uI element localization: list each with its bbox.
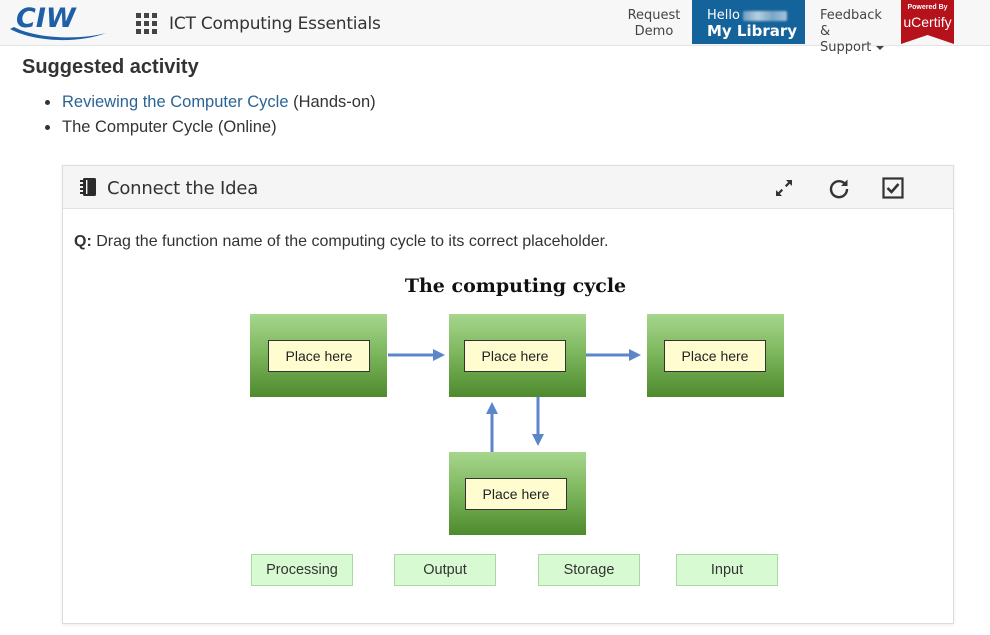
- feedback-line1: Feedback &: [820, 8, 882, 39]
- placeholder-storage-slot[interactable]: Place here: [465, 478, 567, 510]
- placeholder-processing-slot[interactable]: Place here: [464, 340, 566, 372]
- check-icon: [882, 177, 904, 199]
- powered-by-ucertify-badge[interactable]: Powered By uCertify: [901, 0, 954, 44]
- ucertify-text: uCertify: [903, 14, 952, 30]
- diagram-title: The computing cycle: [404, 275, 627, 297]
- greeting: Hello: [707, 8, 805, 23]
- logo-text: CIW: [16, 3, 77, 34]
- feedback-support-menu[interactable]: Feedback & Support: [814, 8, 894, 56]
- greeting-text: Hello: [707, 8, 740, 23]
- request-demo-line2: Demo: [634, 24, 674, 39]
- cycle-arrows: [388, 349, 641, 452]
- caret-down-icon: [712, 46, 720, 51]
- expand-button[interactable]: [772, 176, 796, 200]
- list-item-suffix: (Hands-on): [288, 93, 376, 111]
- my-library-menu[interactable]: Hello My Library: [692, 0, 805, 51]
- reset-button[interactable]: [827, 176, 851, 200]
- reviewing-computer-cycle-link[interactable]: Reviewing the Computer Cycle: [62, 93, 289, 111]
- placeholder-output-slot[interactable]: Place here: [664, 340, 766, 372]
- feedback-line2: Support: [820, 40, 872, 55]
- cycle-box-1: Place here: [250, 314, 387, 397]
- question-text: Q: Drag the function name of the computi…: [74, 233, 609, 251]
- option-output[interactable]: Output: [394, 554, 496, 586]
- top-navbar: CIW ICT Computing Essentials Request Dem…: [0, 0, 990, 55]
- option-processing[interactable]: Processing: [251, 554, 353, 586]
- ciw-logo[interactable]: CIW: [6, 3, 108, 41]
- list-item: The Computer Cycle (Online): [45, 117, 376, 142]
- reset-icon: [829, 179, 849, 199]
- product-title: ICT Computing Essentials: [169, 14, 381, 34]
- suggested-activity-list: Reviewing the Computer Cycle (Hands-on) …: [45, 92, 376, 142]
- question-body: Drag the function name of the computing …: [91, 233, 609, 250]
- request-demo-link[interactable]: Request Demo: [622, 8, 686, 40]
- notebook-icon: [80, 178, 96, 196]
- cycle-box-3: Place here: [647, 314, 784, 397]
- check-answer-button[interactable]: [881, 176, 905, 200]
- placeholder-input-slot[interactable]: Place here: [268, 340, 370, 372]
- question-prefix: Q:: [74, 233, 92, 250]
- request-demo-line1: Request: [627, 8, 681, 23]
- expand-icon: [776, 180, 792, 196]
- feedback-line2-row: Support: [820, 40, 894, 56]
- card-header: Connect the Idea: [63, 166, 953, 209]
- card-title: Connect the Idea: [107, 178, 259, 199]
- activity-card: Connect the Idea Q: Drag the function na…: [62, 165, 954, 624]
- my-library-label-row: My Library: [707, 23, 805, 57]
- powered-by-text: Powered By: [907, 4, 948, 11]
- suggested-activity-heading: Suggested activity: [22, 56, 199, 78]
- my-library-label: My Library: [707, 22, 798, 40]
- cycle-box-2: Place here: [449, 314, 586, 397]
- option-storage[interactable]: Storage: [538, 554, 640, 586]
- cycle-box-4: Place here: [449, 452, 586, 535]
- list-item-text: The Computer Cycle (Online): [62, 118, 277, 136]
- caret-down-icon: [876, 45, 885, 50]
- list-item: Reviewing the Computer Cycle (Hands-on): [45, 92, 376, 117]
- option-input[interactable]: Input: [676, 554, 778, 586]
- redacted-username: [742, 10, 787, 21]
- apps-grid-icon[interactable]: [136, 13, 157, 34]
